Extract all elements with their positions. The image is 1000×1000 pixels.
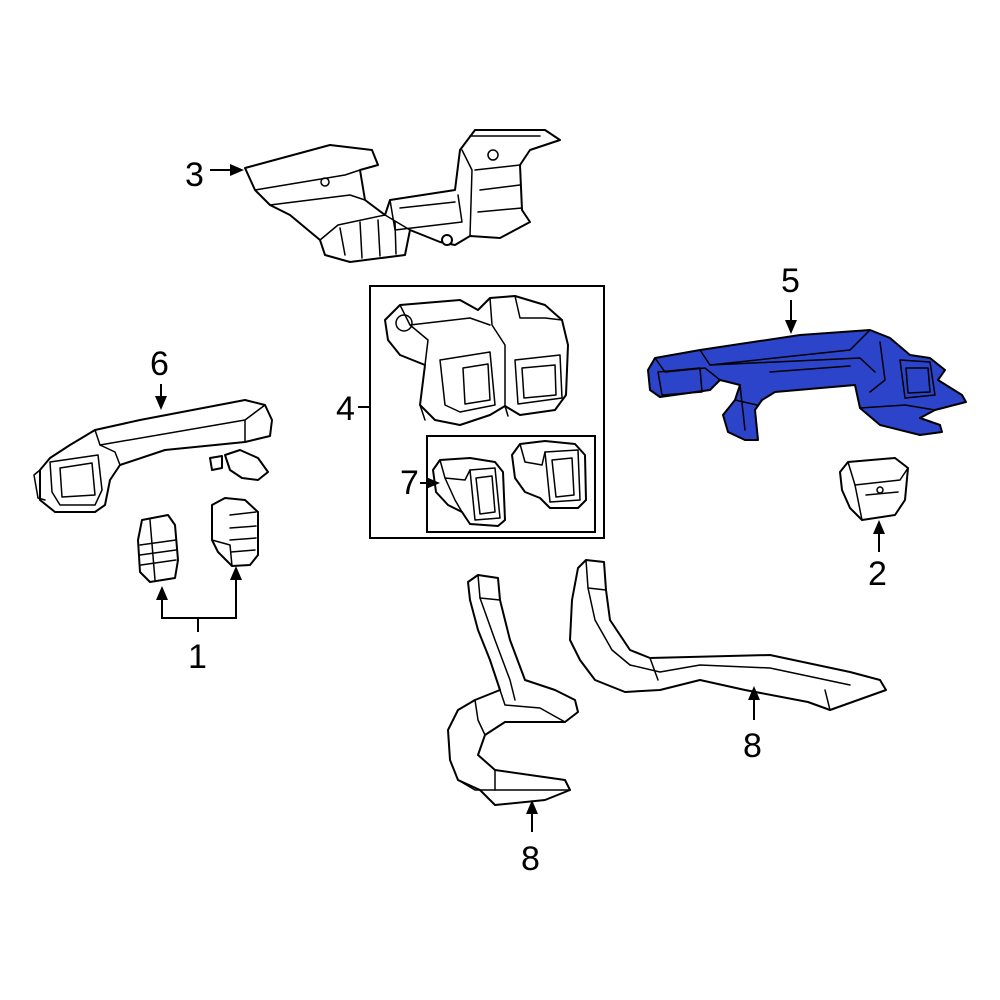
part-3-upper-duct[interactable] <box>244 129 561 263</box>
callout-4-label: 4 <box>336 390 355 428</box>
part-2-right-vent[interactable] <box>839 457 909 521</box>
callout-1: 1 <box>156 566 242 676</box>
callout-7-label: 7 <box>400 464 419 502</box>
callout-4: 4 <box>336 390 370 428</box>
callout-5: 5 <box>781 262 800 334</box>
part-8-right-lower-duct[interactable] <box>569 559 887 711</box>
part-6-left-duct[interactable] <box>33 399 273 513</box>
part-1-vent-clips[interactable] <box>137 497 259 583</box>
callout-8-left: 8 <box>521 800 540 878</box>
part-5-body[interactable] <box>647 329 967 441</box>
part-7-vent-inserts[interactable] <box>432 440 587 527</box>
callout-2: 2 <box>868 520 887 593</box>
callout-2-label: 2 <box>868 555 887 593</box>
callout-1-label: 1 <box>188 638 207 676</box>
part-8-left-lower-duct[interactable] <box>447 574 579 806</box>
callout-6-label: 6 <box>150 345 169 383</box>
callout-8-right: 8 <box>743 686 762 765</box>
callout-5-label: 5 <box>781 262 800 300</box>
callout-3: 3 <box>185 156 244 194</box>
callout-8-left-label: 8 <box>521 840 540 878</box>
callout-8-right-label: 8 <box>743 727 762 765</box>
callout-6: 6 <box>150 345 169 410</box>
callout-7: 7 <box>400 464 440 502</box>
callout-3-label: 3 <box>185 156 204 194</box>
part-4-group-box <box>369 285 605 539</box>
part-5-right-duct[interactable] <box>647 329 967 441</box>
part-4-center-vent[interactable] <box>384 295 569 426</box>
